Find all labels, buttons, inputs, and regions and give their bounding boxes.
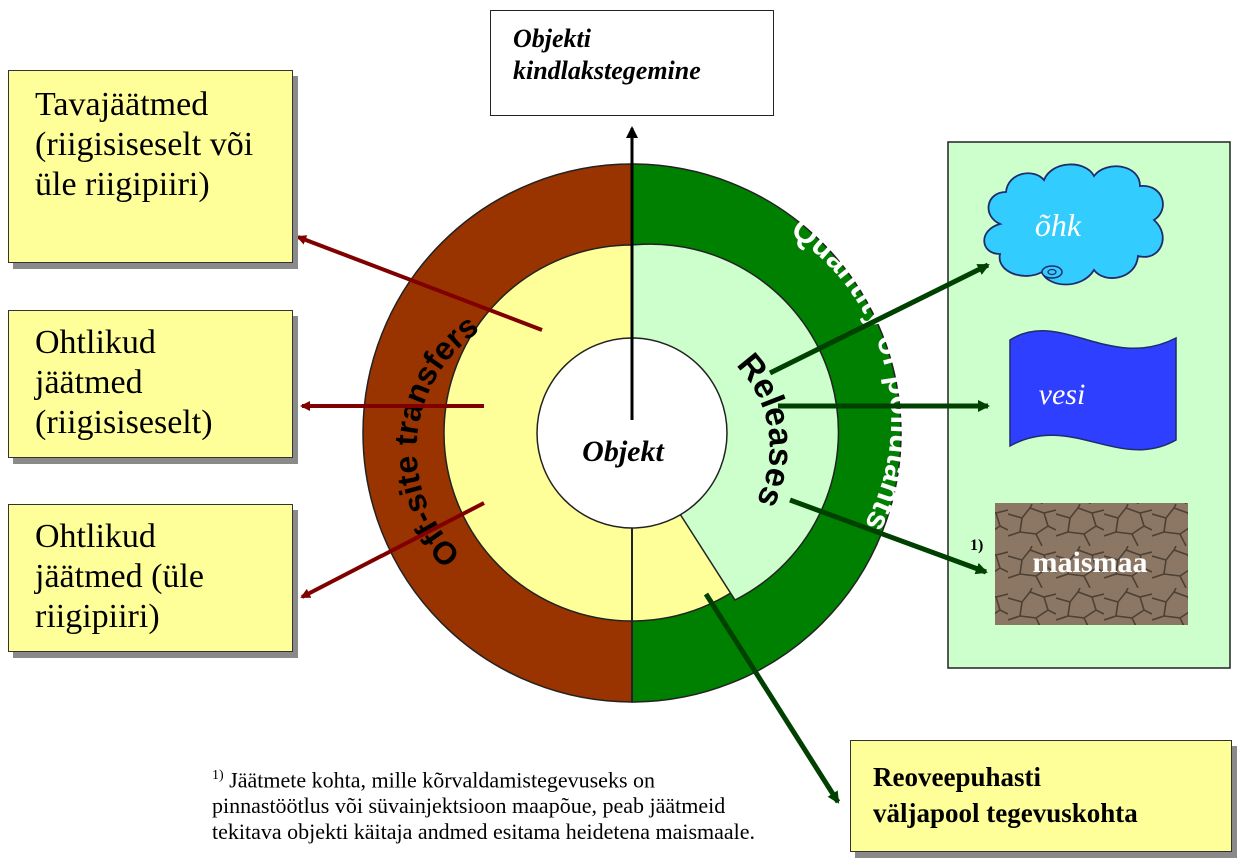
identification-line2: kindlakstegemine	[513, 56, 701, 85]
waste-box-general-line1: Tavajäätmed	[35, 86, 209, 123]
air-label: õhk	[1035, 207, 1082, 243]
sewage-line1: Reoveepuhasti	[873, 762, 1041, 792]
water-icon	[1009, 330, 1177, 451]
object-label: Objekt	[582, 435, 665, 468]
sewage-arrow	[703, 592, 841, 804]
cloud-icon	[983, 163, 1164, 286]
waste-box-hazardous-transboundary: Ohtlikud jäätmed (üle riigipiiri)	[8, 504, 293, 652]
release-arrow-land	[789, 497, 988, 575]
land-label: maismaa	[1033, 546, 1148, 579]
waste-box-hazardous-domestic-line3: (riigisiseselt)	[35, 404, 213, 441]
water-label: vesi	[1039, 378, 1086, 411]
sewage-box: Reoveepuhasti väljapool tegevuskohta	[850, 740, 1232, 852]
land-note: 1)	[970, 537, 983, 554]
footnote-text: Jäätmete kohta, mille kõrvaldamistegevus…	[212, 767, 756, 845]
waste-box-general-line2: (riigisiseselt või	[35, 126, 254, 163]
waste-box-general: Tavajäätmed (riigisiseselt või üle riigi…	[8, 70, 293, 263]
land-image	[995, 503, 1188, 625]
waste-box-general-line3: üle riigipiiri)	[35, 166, 210, 203]
waste-box-hazardous-domestic: Ohtlikud jäätmed (riigisiseselt)	[8, 310, 293, 458]
identification-line1: Objekti	[513, 24, 591, 53]
waste-box-hazardous-domestic-line1: Ohtlikud	[35, 324, 156, 361]
waste-arrow-1	[296, 235, 543, 332]
waste-box-hazardous-transboundary-line3: riigipiiri)	[35, 598, 160, 635]
waste-arrow-3	[300, 501, 485, 599]
footnote-marker: 1)	[212, 768, 224, 783]
sewage-line2: väljapool tegevuskohta	[873, 798, 1138, 828]
footnote: 1) Jäätmete kohta, mille kõrvaldamistege…	[212, 763, 772, 845]
waste-box-hazardous-transboundary-line2: jäätmed (üle	[35, 558, 204, 595]
waste-box-hazardous-transboundary-line1: Ohtlikud	[35, 518, 156, 555]
waste-box-hazardous-domestic-line2: jäätmed	[35, 364, 143, 401]
release-arrow-air	[768, 262, 990, 376]
identification-box: Objekti kindlakstegemine	[490, 10, 774, 116]
